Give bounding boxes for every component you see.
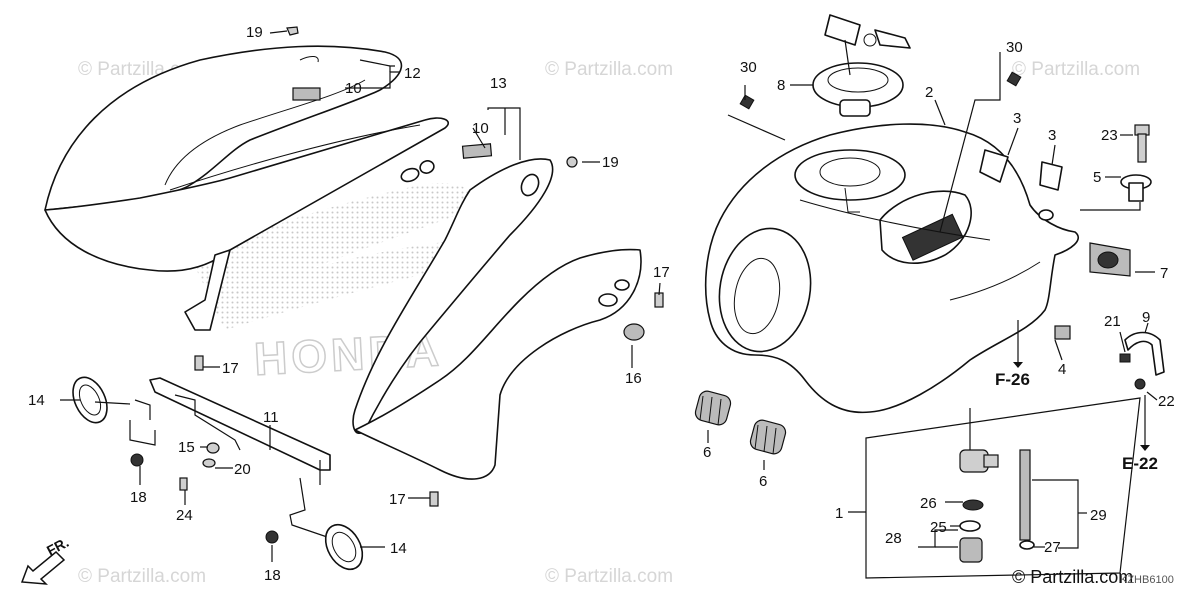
ref-f26[interactable]: F-26	[995, 370, 1030, 389]
callout-14b: 14	[390, 540, 407, 557]
part-11-bracket[interactable]	[129, 377, 336, 539]
callout-10a: 10	[345, 80, 362, 97]
callout-21: 21	[1104, 313, 1121, 330]
callout-8: 8	[777, 77, 785, 94]
part-12-upper-cover[interactable]	[44, 45, 450, 331]
part-15-collar[interactable]	[206, 442, 220, 454]
callout-30a: 30	[740, 59, 757, 76]
front-direction-arrow-icon	[20, 550, 66, 585]
part-30-clip-a[interactable]	[739, 94, 755, 110]
watermark-bottom-right: © Partzilla.com	[1012, 567, 1133, 587]
watermark-bottom-center: © Partzilla.com	[545, 566, 673, 587]
part-20-washer[interactable]	[202, 458, 216, 468]
callout-19a: 19	[246, 24, 263, 41]
callout-26: 26	[920, 495, 937, 512]
part-30-clip-b[interactable]	[1006, 71, 1022, 87]
part-6-damper-b[interactable]	[749, 418, 788, 455]
part-16-grommet[interactable]	[623, 323, 645, 341]
part-10-pad-b[interactable]	[461, 143, 493, 159]
callout-6b: 6	[759, 473, 767, 490]
part-22-clip[interactable]	[1134, 378, 1146, 390]
callout-20: 20	[234, 461, 251, 478]
part-9-hose[interactable]	[1124, 331, 1165, 376]
callout-9: 9	[1142, 309, 1150, 326]
callout-30b: 30	[1006, 39, 1023, 56]
leader-lines	[60, 30, 1158, 562]
front-direction-label: FR.	[44, 534, 71, 559]
part-3-pad-b[interactable]	[1039, 161, 1063, 191]
part-6-damper-a[interactable]	[694, 389, 733, 426]
callout-18a: 18	[130, 489, 147, 506]
part-5-collar[interactable]	[1120, 174, 1152, 202]
part-18-nut-b[interactable]	[265, 530, 279, 544]
callout-27: 27	[1044, 539, 1061, 556]
part-17-bolt-a[interactable]	[194, 355, 204, 371]
callout-1: 1	[835, 505, 843, 522]
part-21-clip[interactable]	[1119, 353, 1131, 363]
part-8-fuel-cap[interactable]	[812, 14, 911, 117]
callout-17a: 17	[222, 360, 239, 377]
fuel-cock-assembly[interactable]	[959, 408, 1035, 563]
callout-2: 2	[925, 84, 933, 101]
front-direction-marker: FR.	[20, 534, 71, 585]
honda-wing-logo-watermark: HONDA	[195, 182, 473, 386]
callout-12: 12	[404, 65, 421, 82]
callout-19b: 19	[602, 154, 619, 171]
part-3-pad-a[interactable]	[979, 149, 1009, 183]
callout-11: 11	[263, 409, 279, 426]
watermark-top-right: © Partzilla.com	[1012, 59, 1140, 80]
callout-15: 15	[178, 439, 195, 456]
callout-18b: 18	[264, 567, 281, 584]
part-18-nut-a[interactable]	[130, 453, 144, 467]
callout-29: 29	[1090, 507, 1107, 524]
part-17-bolt-c[interactable]	[429, 491, 439, 507]
callout-16: 16	[625, 370, 642, 387]
drawing-code: KZHB6100	[1120, 574, 1174, 586]
part-19-clip-a[interactable]	[286, 26, 299, 36]
callout-17c: 17	[389, 491, 406, 508]
callout-14a: 14	[28, 392, 45, 409]
callout-7: 7	[1160, 265, 1168, 282]
part-7-fuel-unit[interactable]	[1089, 242, 1131, 277]
part-14-grommet-left[interactable]	[66, 372, 113, 428]
part-13-side-shroud[interactable]	[352, 158, 642, 480]
callout-28: 28	[885, 530, 902, 547]
part-19-clip-b[interactable]	[566, 156, 578, 168]
callout-3b: 3	[1048, 127, 1056, 144]
watermarks: © Partzilla.com © Partzilla.com © Partzi…	[78, 59, 1140, 587]
callout-24: 24	[176, 507, 193, 524]
callout-4: 4	[1058, 361, 1066, 378]
part-23-bolt[interactable]	[1134, 124, 1150, 163]
watermark-top-center: © Partzilla.com	[545, 59, 673, 80]
part-2-fuel-tank[interactable]	[704, 123, 1079, 414]
callout-23: 23	[1101, 127, 1118, 144]
part-1-group-box	[865, 397, 1141, 579]
part-17-bolt-b[interactable]	[654, 292, 664, 308]
part-4-pad[interactable]	[1054, 325, 1071, 340]
callout-10b: 10	[472, 120, 489, 137]
callout-numbers: 19 12 10 13 10 19 17 16 17 14 11 15 20 1…	[28, 24, 1175, 584]
callout-13: 13	[490, 75, 507, 92]
part-14-grommet-right[interactable]	[318, 518, 370, 576]
watermark-bottom-left: © Partzilla.com	[78, 566, 206, 587]
section-refs: F-26 E-22	[995, 362, 1158, 473]
callout-25: 25	[930, 519, 947, 536]
callout-5: 5	[1093, 169, 1101, 186]
part-24-bolt[interactable]	[179, 477, 188, 491]
callout-3a: 3	[1013, 110, 1021, 127]
callout-22: 22	[1158, 393, 1175, 410]
callout-17b: 17	[653, 264, 670, 281]
ref-e22[interactable]: E-22	[1122, 454, 1158, 473]
callout-6a: 6	[703, 444, 711, 461]
part-10-pad-a[interactable]	[292, 87, 321, 101]
